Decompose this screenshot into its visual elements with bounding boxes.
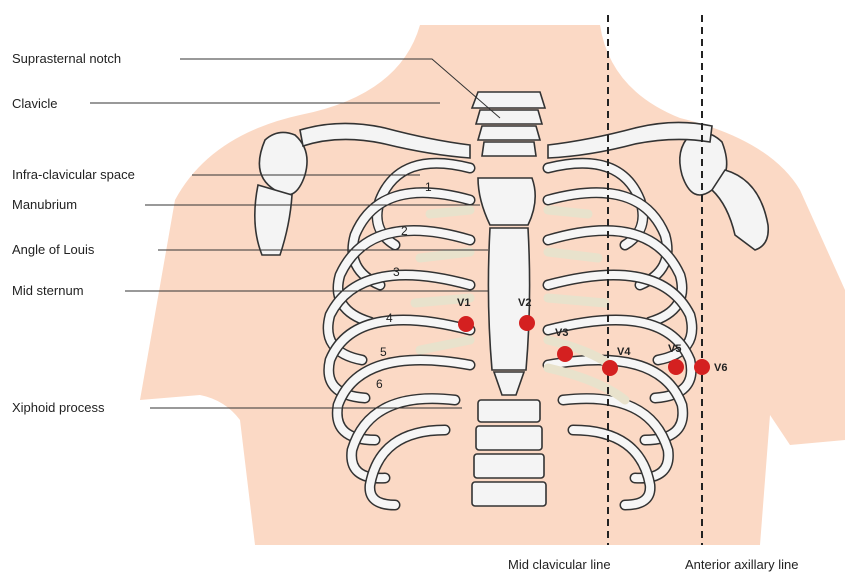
label-clavicle: Clavicle	[12, 96, 58, 111]
label-manubrium: Manubrium	[12, 197, 77, 212]
electrode-label: V5	[668, 343, 681, 355]
label-angle-of-louis: Angle of Louis	[12, 242, 95, 257]
rib-number: 4	[386, 311, 393, 325]
manubrium-bone	[478, 178, 535, 225]
rib-number: 6	[376, 377, 383, 391]
rib-number: 5	[380, 345, 387, 359]
label-mid-sternum: Mid sternum	[12, 283, 84, 298]
label-mid-clavicular-line: Mid clavicular line	[508, 557, 611, 572]
electrode-label: V6	[714, 362, 727, 374]
label-suprasternal-notch: Suprasternal notch	[12, 51, 121, 66]
label-anterior-axillary-line: Anterior axillary line	[685, 557, 798, 572]
electrode-label: V4	[617, 346, 631, 358]
cervical-spine	[472, 92, 545, 156]
electrode-label: V2	[518, 297, 531, 309]
label-infra-clavicular-space: Infra-clavicular space	[12, 167, 135, 182]
electrode-label: V1	[457, 297, 470, 309]
label-xiphoid-process: Xiphoid process	[12, 400, 105, 415]
electrode-label: V3	[555, 327, 568, 339]
rib-number: 1	[425, 180, 432, 194]
rib-number: 2	[401, 224, 408, 238]
rib-number: 3	[393, 265, 400, 279]
